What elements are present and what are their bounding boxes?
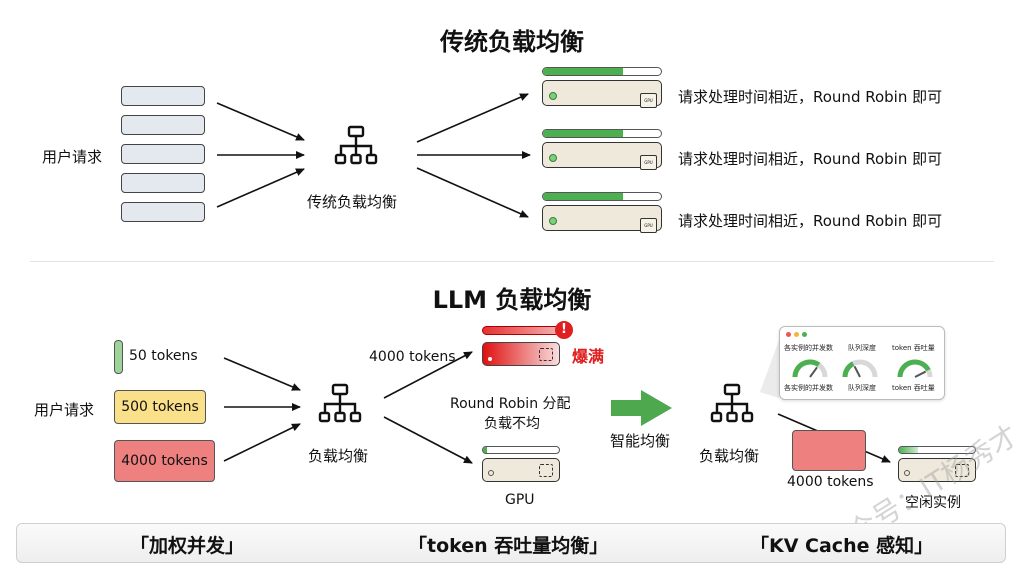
arrow [416,93,529,143]
arrow [223,423,301,462]
gauge-fill [897,359,931,378]
alert-icon: ! [555,321,573,339]
traditional-lb-title: 传统负载均衡 [440,28,584,56]
window-close-dot [786,332,791,337]
gpu-server: GPU [542,129,662,170]
idle-gpu-label: GPU [505,492,535,508]
window-minimize-dot [794,332,799,337]
load-bar-fill [483,447,487,453]
overloaded-route-label: 4000 tokens [369,349,456,365]
strategy-kv-cache-aware: 「KV Cache 感知」 [750,535,934,557]
gauges [792,359,933,378]
gpu-chip-icon: GPU [640,93,657,108]
server-note: 请求处理时间相近，Round Robin 即可 [678,150,943,168]
request-50-tokens-bar [114,340,123,374]
metrics-monitor-window: 各实例的并发数 队列深度 token 吞吐量 各实例的并发数 队列深度 toke… [779,326,945,400]
strategy-token-throughput: 「token 吞吐量均衡」 [408,535,609,557]
load-bar-fill [543,130,624,137]
llm-lb-title: LLM 负载均衡 [432,286,592,314]
arrow [223,357,301,391]
overloaded-gpu-server [482,342,560,366]
smart-balance-arrow [611,390,672,426]
strategy-weighted-concurrency: 「加权并发」 [130,535,245,557]
arrow [383,351,473,399]
strategy-bar [16,523,1006,563]
load-bar [542,67,662,76]
gpu-chip-icon [539,348,553,361]
arrow [216,102,305,141]
request-item [121,115,205,135]
smart-lb-label: 负载均衡 [699,447,760,465]
metric-label: token 吞吐量 [892,344,935,352]
gpu-chip-icon [539,464,553,477]
arrow [383,416,473,464]
gauge-fill [842,361,855,378]
request-50-tokens-label: 50 tokens [129,348,198,364]
metric-label: 队列深度 [848,384,876,392]
status-dot [549,92,557,100]
section-divider [30,261,994,262]
metric-label: 队列深度 [848,344,876,352]
smart-balance-label: 智能均衡 [610,432,671,450]
server-note: 请求处理时间相近，Round Robin 即可 [678,212,943,230]
problem-text-line2: 负载不均 [484,416,540,432]
traditional-lb-label: 传统负载均衡 [307,193,398,211]
overload-bar [482,326,560,335]
server-note: 请求处理时间相近，Round Robin 即可 [678,88,943,106]
monitor-callout [760,340,779,398]
request-item [121,202,205,222]
gpu-server: GPU [542,67,662,108]
load-bar [542,129,662,138]
status-dot [488,470,494,476]
gpu-chip-icon: GPU [640,155,657,170]
gpu-chip-icon [955,464,969,477]
request-item [121,144,205,164]
metric-label: token 吞吐量 [892,384,935,392]
user-requests-label: 用户请求 [34,401,95,419]
status-dot [904,470,910,476]
load-bar-fill [899,447,918,453]
status-dot [549,217,557,225]
routed-request-block [792,430,866,471]
user-requests-label: 用户请求 [42,148,103,166]
arrow [416,167,529,218]
arrow [216,168,305,208]
load-balancer-icon [710,383,754,423]
idle-gpu-server [482,446,560,482]
gauge-needle [853,365,861,378]
routed-request-label: 4000 tokens [787,474,874,490]
load-bar [898,446,976,454]
load-bar-fill [543,193,624,200]
idle-instance-label: 空闲实例 [905,495,961,511]
window-maximize-dot [802,332,807,337]
gpu-server: GPU [542,192,662,233]
gauge-fill [792,359,821,378]
lb-label: 负载均衡 [308,447,369,465]
overloaded-status: 爆满 [572,347,605,366]
gauge-needle [809,366,818,378]
metric-label: 各实例的并发数 [784,344,833,352]
load-balancer-icon [334,125,378,165]
load-balancer-icon [318,383,362,423]
request-item [121,173,205,193]
status-dot [549,154,557,162]
request-item [121,86,205,106]
request-500-tokens: 500 tokens [114,390,206,424]
problem-text-line1: Round Robin 分配 [450,396,571,412]
status-dot [488,357,492,361]
request-4000-tokens: 4000 tokens [114,440,215,482]
gpu-chip-icon: GPU [640,218,657,233]
load-bar-fill [543,68,624,75]
idle-instance-server [898,446,976,482]
load-bar [482,446,560,454]
gauge-needle [914,370,927,378]
metric-label: 各实例的并发数 [784,384,833,392]
load-bar [542,192,662,201]
